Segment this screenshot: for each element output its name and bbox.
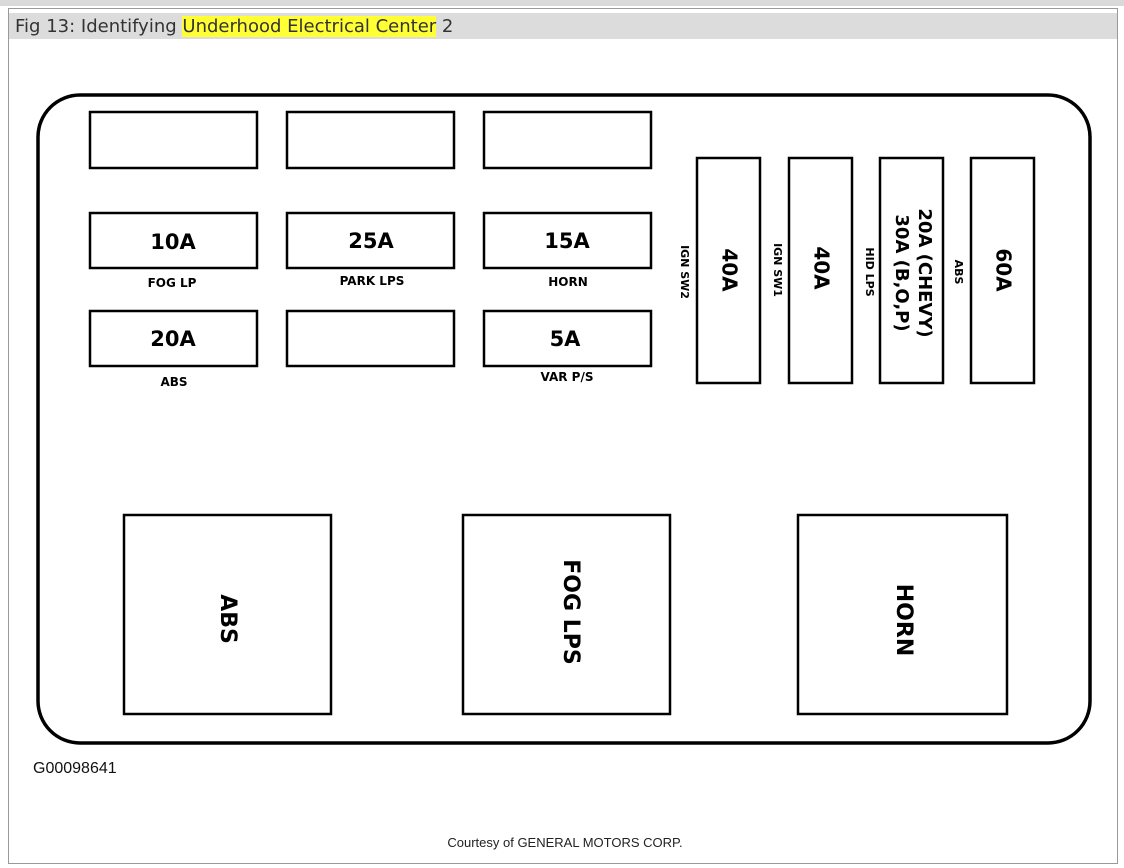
mini-fuse-7: 20A ABS [88, 309, 259, 389]
figure-caption: Fig 13: Identifying Underhood Electrical… [15, 16, 453, 37]
mini-fuse-8 [285, 309, 456, 368]
caption-suffix: 2 [436, 16, 454, 37]
maxi-fuse-label: ABS [952, 260, 965, 285]
mini-fuse-rating: 5A [550, 327, 582, 351]
maxi-fuse-rating: 40A [718, 248, 742, 292]
mini-fuse-1 [88, 110, 259, 170]
mini-fuse-rating: 15A [544, 229, 590, 253]
maxi-fuse-1: 40A IGN SW2 [678, 156, 762, 385]
mini-fuse-rating: 25A [348, 229, 394, 253]
mini-fuse-label: HORN [548, 275, 588, 289]
mini-fuse-label: VAR P/S [541, 370, 594, 384]
maxi-fuse-rating: 40A [810, 246, 834, 290]
mini-fuse-3 [482, 110, 653, 170]
maxi-fuse-rating: 60A [992, 248, 1016, 292]
maxi-fuse-rating-alt: 30A (B,O,P) [891, 214, 912, 331]
maxi-fuse-label: IGN SW1 [771, 243, 784, 297]
mini-fuse-4: 10A FOG LP [88, 211, 259, 290]
window-top-edge [0, 0, 1124, 6]
mini-fuse-6: 15A HORN [482, 211, 653, 289]
mini-fuse-rating: 10A [150, 230, 196, 254]
relay-abs: ABS [122, 513, 333, 716]
mini-fuse-5: 25A PARK LPS [285, 211, 456, 288]
relay-fog-lps: FOG LPS [461, 513, 672, 716]
maxi-fuse-2: 40A IGN SW1 [771, 156, 854, 385]
figure-code: G00098641 [33, 760, 117, 777]
maxi-fuse-3: 20A (CHEVY) 30A (B,O,P) HID LPS [863, 156, 945, 385]
mini-fuse-label: ABS [160, 375, 187, 389]
relay-label: FOG LPS [558, 559, 583, 664]
fuse-box-outline [36, 93, 1092, 745]
mini-fuse-label: PARK LPS [340, 274, 405, 288]
mini-fuse-label: FOG LP [148, 276, 197, 290]
relay-label: ABS [215, 594, 240, 644]
maxi-fuse-4: 60A ABS [952, 156, 1036, 385]
maxi-fuse-label: IGN SW2 [678, 245, 691, 299]
mini-fuse-2 [285, 110, 456, 170]
figure-frame [8, 8, 1118, 864]
relay-horn: HORN [796, 513, 1009, 716]
caption-highlight: Underhood Electrical Center [182, 16, 437, 37]
maxi-fuse-label: HID LPS [863, 247, 876, 296]
maxi-fuse-rating: 20A (CHEVY) [914, 208, 935, 337]
mini-fuse-rating: 20A [150, 327, 196, 351]
relay-label: HORN [891, 584, 916, 656]
caption-prefix: Fig 13: Identifying [15, 16, 183, 37]
courtesy-text: Courtesy of GENERAL MOTORS CORP. [447, 835, 683, 850]
mini-fuse-9: 5A VAR P/S [482, 309, 653, 384]
